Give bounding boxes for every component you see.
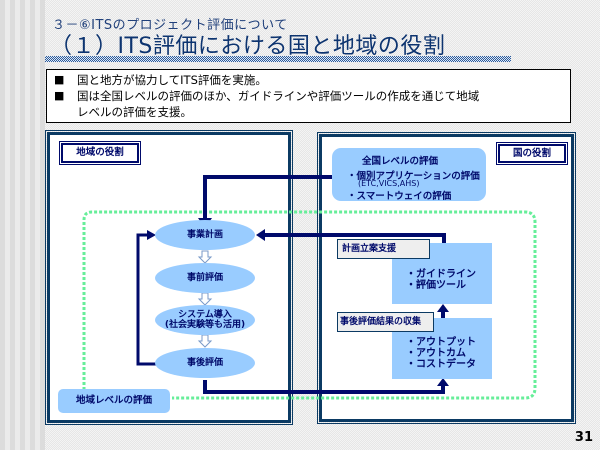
step-arrow-icon [197, 292, 213, 306]
square-bullet-icon: ■ [54, 73, 65, 86]
national-eval-item-note: (ETC,VICS,AHS) [358, 179, 420, 188]
step-arrow-icon [197, 334, 213, 348]
national-role-label: 国の役割 [496, 142, 568, 165]
arrow-feedback-loop [136, 233, 157, 366]
flow-step-label: 事後評価 [186, 358, 223, 368]
flow-step-label: 事前評価 [186, 273, 223, 283]
bullet-text: 国と地方が協力してITS評価を実施。 [77, 73, 267, 87]
post-eval-item: ・コストデータ [406, 359, 476, 370]
flow-step-pre-eval: 事前評価 [155, 263, 255, 293]
flow-step-arrows [197, 250, 213, 348]
decorative-stripes [0, 0, 45, 450]
bullet-item: ■ 国は全国レベルの評価のほか、ガイドラインや評価ツールの作成を通じて地域 レベ… [47, 88, 570, 120]
flow-step-post-eval: 事後評価 [155, 348, 255, 378]
flow-step-plan: 事業計画 [155, 220, 255, 250]
title-underline [45, 56, 511, 62]
post-eval-collection-tag: 事後評価結果の収集 [337, 312, 434, 332]
planning-support-item: ・評価ツール [406, 280, 466, 291]
national-eval-item: ・個別アプリケーションの評価 [347, 171, 480, 182]
arrow-head-up [437, 304, 449, 312]
step-arrow-icon [197, 250, 213, 264]
flow-step-label: 事業計画 [186, 230, 223, 240]
section-subtitle: ３－⑥ITSのプロジェクト評価について [52, 18, 288, 33]
arrow-guideline-to-plan [262, 233, 446, 243]
national-eval-item: ・スマートウェイの評価 [347, 191, 452, 202]
arrow-post-to-collection [203, 380, 445, 394]
bullet-text: 国は全国レベルの評価のほか、ガイドラインや評価ツールの作成を通じて地域 [77, 89, 480, 103]
post-eval-item: ・アウトプット [406, 337, 476, 348]
planning-support-list: ・ガイドライン ・評価ツール [406, 269, 476, 291]
planning-support-tag: 計画立案支援 [337, 239, 430, 259]
arrow-head-up [437, 378, 449, 386]
bullet-text-continued: レベルの評価を支援。 [77, 105, 192, 119]
regional-level-eval-label: 地域レベルの評価 [75, 395, 152, 406]
regional-level-eval-box: 地域レベルの評価 [58, 389, 170, 413]
national-level-eval-box: 全国レベルの評価 ・個別アプリケーションの評価 (ETC,VICS,AHS) ・… [332, 148, 486, 202]
arrow-head-left [256, 229, 265, 241]
page-number: 31 [574, 430, 593, 445]
national-eval-title: 全国レベルの評価 [362, 156, 439, 167]
bullet-item: ■ 国と地方が協力してITS評価を実施。 [47, 72, 570, 88]
planning-support-item: ・ガイドライン [406, 269, 476, 280]
post-eval-item: ・アウトカム [406, 348, 466, 359]
arrow-head-right [147, 230, 156, 240]
regional-eval-boundary [82, 210, 537, 400]
page-title: （１）ITS評価における国と地域の役割 [50, 34, 446, 59]
summary-box: ■ 国と地方が協力してITS評価を実施。 ■ 国は全国レベルの評価のほか、ガイド… [46, 69, 571, 123]
regional-role-label: 地域の役割 [59, 141, 141, 165]
flow-step-label: システム導入 [178, 310, 232, 320]
flow-step-sublabel: (社会実験等も活用) [164, 320, 246, 330]
post-eval-collection-list: ・アウトプット ・アウトカム ・コストデータ [406, 337, 476, 370]
square-bullet-icon: ■ [54, 89, 65, 102]
arrow-national-to-plan [203, 175, 332, 220]
flow-step-system-install: システム導入 (社会実験等も活用) [155, 305, 255, 335]
